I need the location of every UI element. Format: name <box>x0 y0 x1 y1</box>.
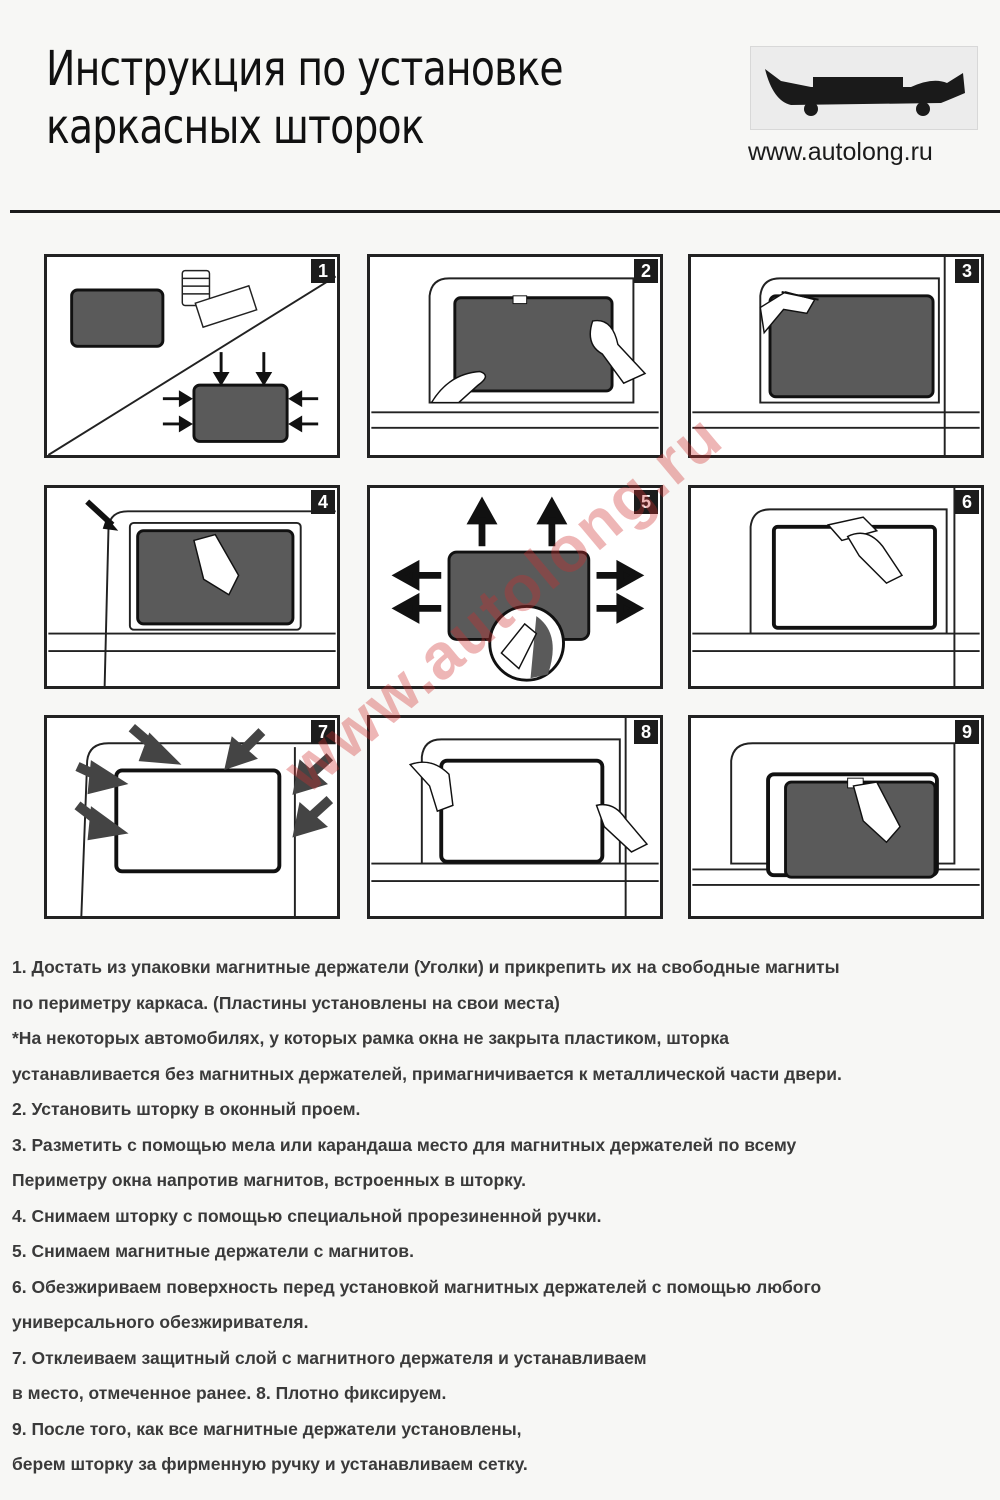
page-title: Инструкция по установке каркасных шторок <box>46 40 564 156</box>
step-number-badge: 5 <box>634 490 658 514</box>
step-1-illustration <box>47 269 337 455</box>
instruction-line: 2. Установить шторку в оконный проем. <box>12 1099 361 1119</box>
instruction-line: 4. Снимаем шторку с помощью специальной … <box>12 1205 602 1226</box>
step-number-badge: 2 <box>634 259 658 283</box>
instruction-line: *На некоторых автомобилях, у которых рам… <box>12 1028 730 1048</box>
step-5-illustration <box>391 496 645 682</box>
step-panel-8: 8 <box>367 715 663 919</box>
step-panel-2: 2 <box>367 254 663 458</box>
step-number-badge: 9 <box>955 720 979 744</box>
instruction-line: берем шторку за фирменную ручку и устана… <box>12 1454 528 1474</box>
step-9-illustration <box>692 742 980 886</box>
step-panel-5: 5 <box>367 485 663 689</box>
dachshund-car-logo-icon <box>750 46 978 130</box>
step-panel-4: 4 <box>44 485 340 689</box>
instruction-line: 6. Обезжириваем поверхность перед устано… <box>12 1276 822 1297</box>
step-panel-6: 6 <box>688 485 984 689</box>
instruction-line: 9. После того, как все магнитные держате… <box>12 1418 522 1439</box>
step-number-badge: 3 <box>955 259 979 283</box>
title-line-1: Инструкция по установке <box>46 41 564 97</box>
instruction-line: по периметру каркаса. (Пластины установл… <box>12 992 560 1013</box>
step-panel-3: 3 <box>688 254 984 458</box>
step-number-badge: 1 <box>311 259 335 283</box>
instruction-line: 1. Достать из упаковки магнитные держате… <box>12 957 840 977</box>
step-2-illustration <box>371 277 659 429</box>
step-panel-1: 1 <box>44 254 340 458</box>
step-3-illustration <box>692 257 980 455</box>
header-divider <box>10 210 1000 213</box>
step-number-badge: 7 <box>311 720 335 744</box>
step-7-illustration <box>74 724 336 916</box>
instruction-line: устанавливается без магнитных держателей… <box>12 1063 842 1084</box>
instruction-line: 5. Снимаем магнитные держатели с магнито… <box>12 1241 414 1261</box>
instruction-line: 3. Разметить с помощью мела или карандаш… <box>12 1134 797 1155</box>
step-number-badge: 6 <box>955 490 979 514</box>
title-line-2: каркасных шторок <box>46 99 425 155</box>
step-4-illustration <box>48 499 336 686</box>
instruction-line: универсального обезжиривателя. <box>12 1312 309 1332</box>
step-panel-7: 7 <box>44 715 340 919</box>
instruction-line: в место, отмеченное ранее. 8. Плотно фик… <box>12 1383 447 1403</box>
step-panel-9: 9 <box>688 715 984 919</box>
step-6-illustration <box>692 488 980 686</box>
step-8-illustration <box>371 718 659 916</box>
step-number-badge: 4 <box>311 490 335 514</box>
step-number-badge: 8 <box>634 720 658 744</box>
instructions-list: 1. Достать из упаковки магнитные держате… <box>12 950 997 1483</box>
website-link[interactable]: www.autolong.ru <box>748 138 933 166</box>
instruction-line: Периметру окна напротив магнитов, встрое… <box>12 1170 526 1190</box>
instruction-line: 7. Отклеиваем защитный слой с магнитного… <box>12 1347 647 1368</box>
